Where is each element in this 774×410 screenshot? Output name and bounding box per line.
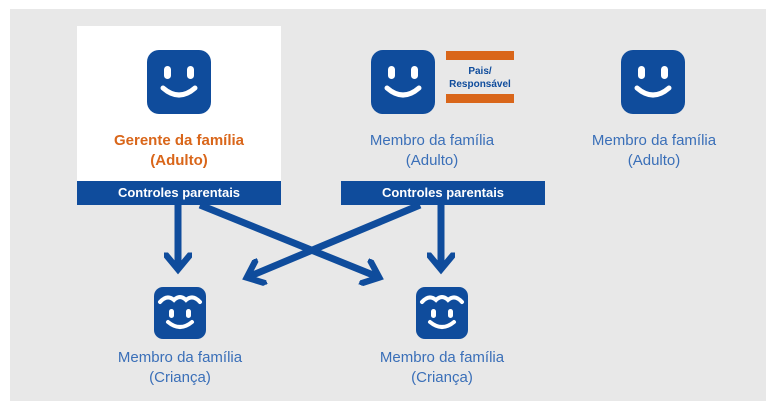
child-member-role: (Criança) [411,369,473,386]
manager-role: (Adulto) [150,152,208,169]
smiley-face-icon [147,50,211,114]
adult-member-label: Membro da família (Adulto) [330,131,534,171]
child-member-name: Membro da família [117,349,243,366]
family-manager-label: Gerente da família (Adulto) [77,131,281,171]
adult-member-label: Membro da família (Adulto) [552,131,756,171]
badge-line-1: Pais/ [468,66,492,77]
badge-line-2: Responsável [449,79,511,90]
arrow-manager-to-child-2 [198,201,378,277]
child-member-label: Membro da família (Criança) [342,348,542,388]
adult-member-name: Membro da família [369,132,495,149]
adult-member-name: Membro da família [591,132,717,149]
adult-member-role: (Adulto) [627,152,681,169]
child-face-icon [416,287,468,339]
arrow-adult-to-child-1 [248,201,422,277]
parental-controls-banner-left: Controles parentais [77,181,281,205]
smiley-face-icon [371,50,435,114]
smiley-face-icon [621,50,685,114]
child-member-name: Membro da família [379,349,505,366]
child-member-label: Membro da família (Criança) [80,348,280,388]
child-face-icon [154,287,206,339]
manager-name: Gerente da família [113,132,245,149]
parental-controls-banner-right: Controles parentais [341,181,545,205]
parent-guardian-badge-icon: Pais/ Responsável [446,51,514,103]
child-member-role: (Criança) [149,369,211,386]
adult-member-role: (Adulto) [405,152,459,169]
badge-label: Pais/ Responsável [446,65,514,91]
